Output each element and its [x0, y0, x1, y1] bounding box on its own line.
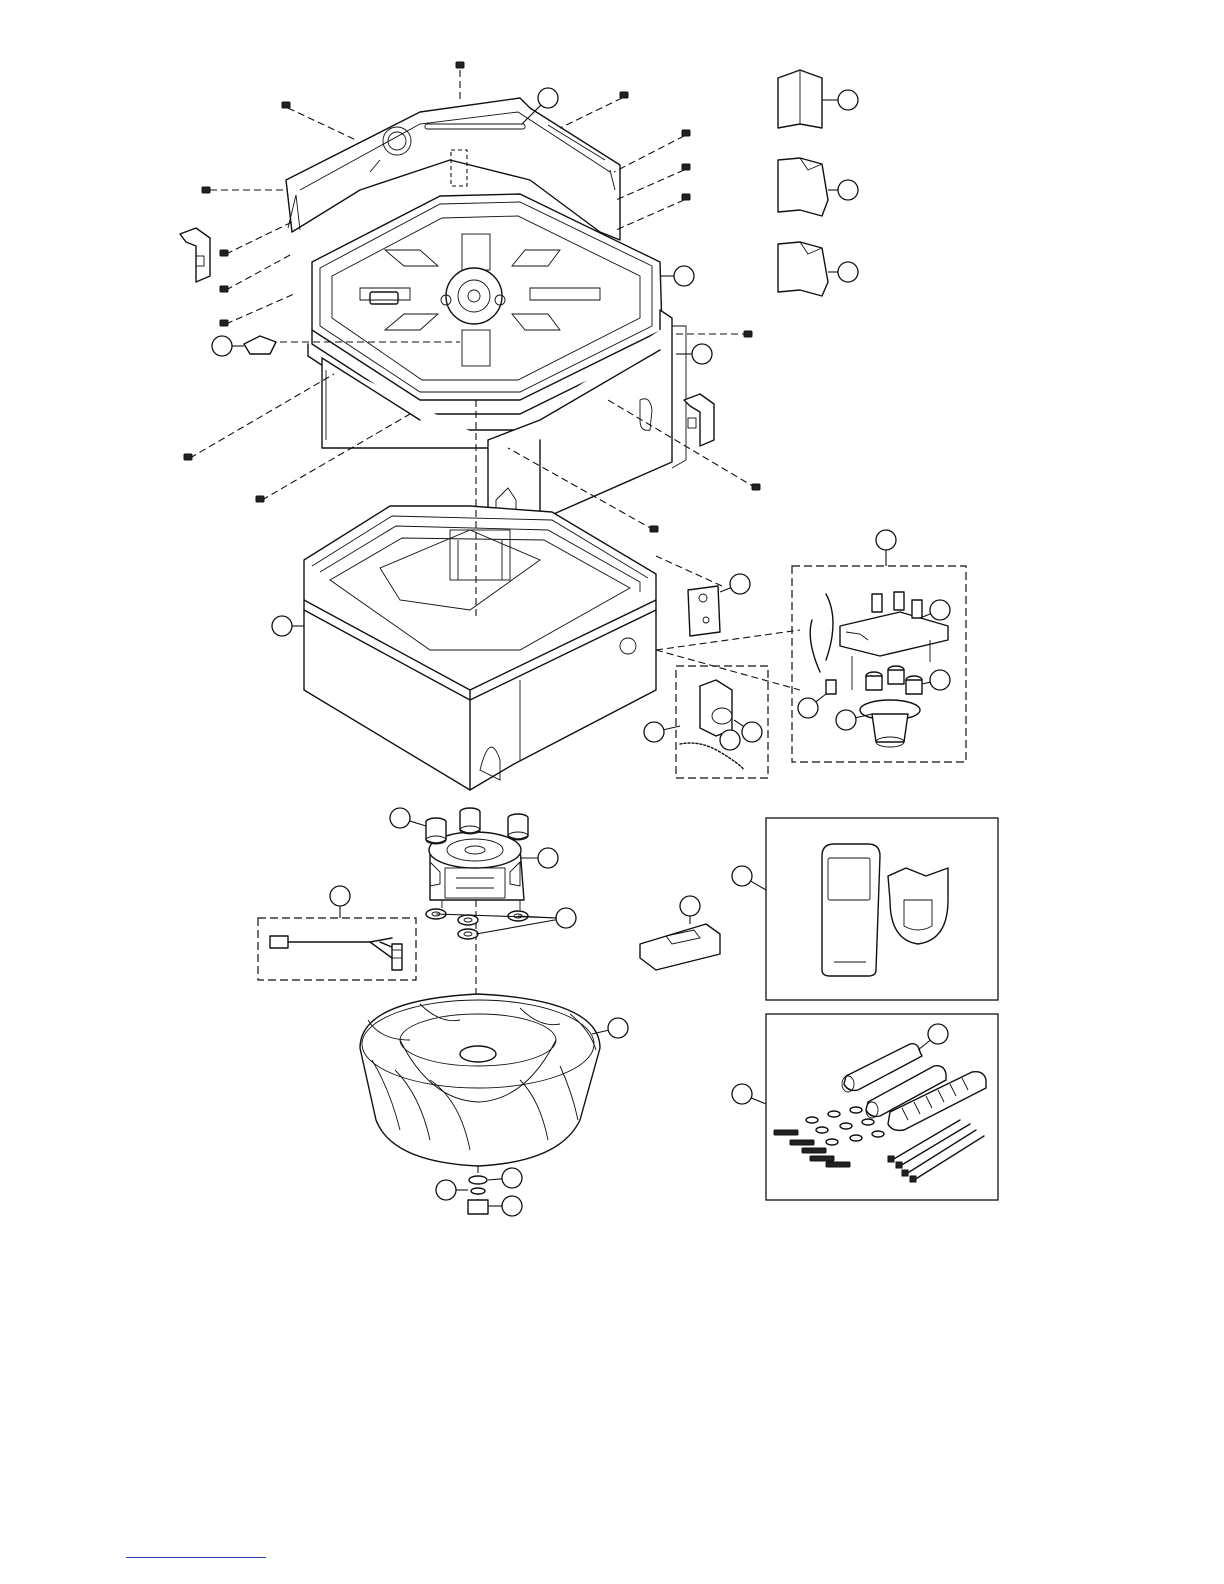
callout-circle — [674, 266, 694, 286]
callout-bubble-c19 — [520, 848, 558, 868]
callout-circle — [390, 808, 410, 828]
callout-circle — [876, 530, 896, 550]
service-manual — [778, 242, 828, 296]
callout-leader — [922, 682, 930, 684]
callout-leader — [664, 726, 680, 730]
callout-bubble-c10 — [920, 600, 950, 620]
callout-bubble-c15 — [644, 722, 680, 742]
callout-circle — [502, 1196, 522, 1216]
callout-bubble-c13 — [798, 694, 826, 718]
callout-circle — [930, 600, 950, 620]
callout-circle — [838, 90, 858, 110]
drain-cap — [244, 336, 276, 354]
callout-bubble-c17 — [720, 730, 740, 750]
callout-circle — [798, 698, 818, 718]
callout-circle — [838, 262, 858, 282]
footer-rule — [126, 1557, 266, 1558]
callout-circle — [680, 896, 700, 916]
callout-bubble-c21 — [732, 866, 766, 890]
callout-bubble-c18 — [390, 808, 426, 828]
callout-circle — [928, 1024, 948, 1044]
callout-bubble-c5 — [828, 262, 858, 282]
callout-circle — [732, 1084, 752, 1104]
callout-leader — [476, 920, 556, 934]
callout-leader — [410, 821, 426, 826]
callout-bubble-c22 — [476, 908, 576, 934]
callout-bubble-c4 — [660, 266, 694, 286]
callout-bubble-c8 — [876, 530, 896, 566]
hanger-bracket-right — [684, 394, 714, 446]
control-box-assembly — [792, 566, 966, 762]
motor-washers — [426, 900, 528, 939]
callout-circle — [538, 88, 558, 108]
callout-circle — [838, 180, 858, 200]
callout-bubble-c20 — [330, 886, 350, 918]
callout-circle — [502, 1168, 522, 1188]
callout-bubble-c3 — [828, 180, 858, 200]
callout-leader — [720, 588, 731, 592]
callout-leader — [918, 1040, 930, 1050]
control-plate — [688, 586, 720, 636]
callout-bubble-c9 — [720, 574, 750, 594]
callout-bubble-c12 — [922, 670, 950, 690]
callout-circle — [930, 670, 950, 690]
callout-bubble-c25 — [918, 1024, 948, 1050]
callout-leader — [751, 881, 766, 890]
callout-circle — [556, 908, 576, 928]
callout-circle — [742, 722, 762, 742]
callout-bubble-c7 — [676, 344, 712, 364]
callout-circle — [538, 848, 558, 868]
wiring-harness — [258, 918, 416, 980]
callout-leader — [816, 694, 826, 702]
callout-circle — [272, 616, 292, 636]
callout-bubble-c11 — [272, 616, 304, 636]
callout-bubble-c2 — [822, 90, 858, 110]
callout-circle — [732, 866, 752, 886]
callout-circle — [436, 1180, 456, 1200]
installation-manual — [778, 158, 828, 216]
remote-controller-box — [766, 818, 998, 1000]
callout-leader — [734, 720, 744, 726]
callout-leader — [751, 1098, 766, 1104]
insulation-pipes — [842, 1044, 986, 1131]
callout-bubble-c6 — [212, 336, 244, 356]
base-cabinet — [304, 506, 656, 790]
callout-circle — [330, 886, 350, 906]
callout-bubble-c28 — [436, 1180, 468, 1200]
callout-leader — [488, 1179, 502, 1180]
callout-circle — [730, 574, 750, 594]
receiver-unit — [640, 924, 720, 970]
callout-circle — [644, 722, 664, 742]
owners-manual — [778, 70, 822, 128]
callout-circle — [608, 1018, 628, 1038]
callout-circle — [836, 710, 856, 730]
callout-bubble-c27 — [488, 1168, 522, 1188]
callout-bubble-c29 — [488, 1196, 522, 1216]
hanger-bracket-left — [180, 228, 210, 282]
callout-circle — [692, 344, 712, 364]
callout-bubble-c23 — [680, 896, 700, 924]
callout-circle — [720, 730, 740, 750]
turbo-fan — [360, 994, 600, 1200]
callout-bubble-c26 — [732, 1084, 766, 1104]
callout-circle — [212, 336, 232, 356]
accessories-box — [766, 1014, 998, 1200]
